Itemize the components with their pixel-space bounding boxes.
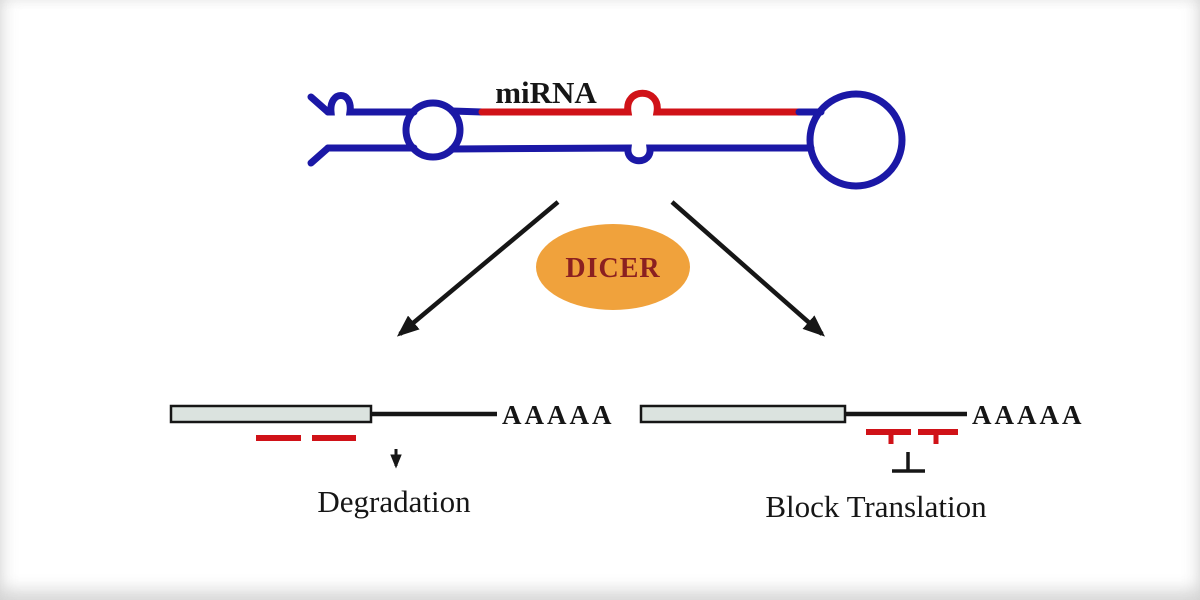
- internal-loop: [402, 99, 464, 161]
- hairpin-left-flare-top: [307, 93, 332, 116]
- dicer-ellipse: [536, 224, 690, 310]
- mirna-binding-ticks: [888, 432, 939, 444]
- pri-mirna-hairpin: [307, 89, 906, 190]
- mirna-segment: [478, 89, 803, 116]
- mrna-coding-region-left: [169, 404, 373, 424]
- hairpin-top-strand-mid: [448, 107, 486, 116]
- degradation-label: Degradation: [317, 484, 471, 519]
- hairpin-top-strand-left: [324, 92, 418, 116]
- polya-tail-left: AAAAA: [502, 400, 615, 430]
- polya-tail-right: AAAAA: [972, 400, 1085, 430]
- hairpin-left-flare-bottom: [307, 144, 332, 167]
- mirna-label: miRNA: [495, 75, 597, 110]
- terminal-loop: [806, 90, 906, 190]
- right-arrow: [670, 200, 826, 337]
- mrna-degradation-outcome: AAAAA Degradation: [169, 400, 615, 519]
- dicer-label: DICER: [565, 253, 660, 284]
- inhibition-symbol: [892, 452, 925, 473]
- mrna-coding-region-right: [639, 404, 847, 424]
- block-translation-label: Block Translation: [765, 489, 987, 524]
- left-arrow: [396, 200, 560, 337]
- dicer-processing: DICER: [396, 200, 826, 337]
- mrna-block-translation-outcome: AAAAA Block Translation: [639, 400, 1085, 524]
- hairpin-bottom-strand: [324, 144, 815, 165]
